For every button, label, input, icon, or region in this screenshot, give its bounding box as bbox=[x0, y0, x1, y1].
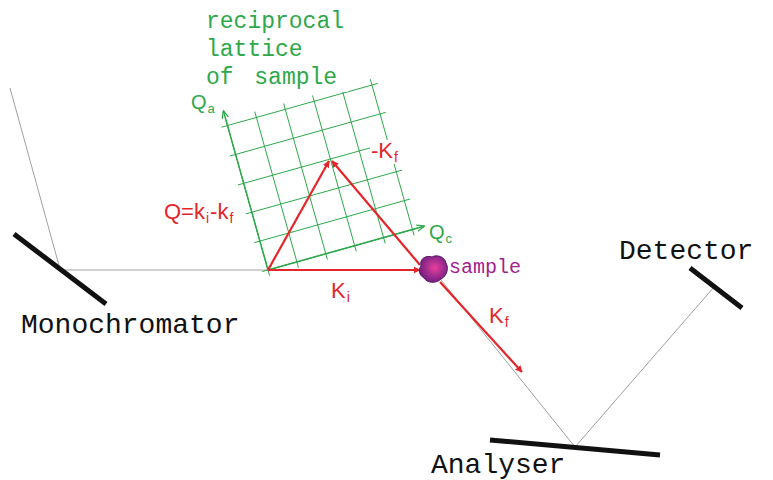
vector-subscript: f bbox=[393, 150, 399, 164]
vector-label: -k bbox=[209, 201, 229, 223]
minus-kf-vector bbox=[332, 161, 420, 265]
lattice-line bbox=[341, 87, 385, 243]
kf-vector bbox=[440, 282, 522, 372]
component-label: Detector bbox=[618, 238, 754, 266]
axis-subscript: a bbox=[207, 102, 216, 115]
lattice-axis bbox=[223, 111, 268, 270]
vector-label: K bbox=[330, 280, 347, 302]
vector-label: Q=k bbox=[163, 201, 206, 223]
component-label: Analyser bbox=[430, 452, 566, 480]
vector-subscript: f bbox=[228, 211, 234, 225]
sample-crystal bbox=[419, 256, 447, 282]
beam-line bbox=[10, 88, 60, 269]
beam-path bbox=[10, 88, 714, 447]
lattice-line bbox=[230, 112, 386, 156]
axis-label: Q bbox=[190, 92, 208, 112]
monochromator-crystal bbox=[14, 234, 106, 304]
beam-line bbox=[60, 270, 268, 271]
q-vector bbox=[268, 161, 329, 270]
vector-label: K bbox=[488, 305, 505, 327]
lattice-grid bbox=[222, 79, 424, 276]
lattice-title: reciprocal lattice of sample bbox=[205, 8, 348, 92]
vector-subscript: i bbox=[346, 290, 351, 304]
lattice-line bbox=[370, 79, 414, 235]
beam-line bbox=[433, 270, 575, 447]
component-label: Monochromator bbox=[20, 312, 240, 340]
vector-label: -K bbox=[370, 140, 394, 162]
detector-plate bbox=[690, 268, 742, 308]
lattice-line bbox=[313, 95, 357, 251]
vector-subscript: f bbox=[504, 315, 510, 329]
scattering-vectors bbox=[268, 161, 522, 372]
lattice-axis bbox=[268, 226, 424, 270]
beam-line bbox=[575, 287, 714, 447]
ki-vector bbox=[268, 269, 420, 271]
sample-label: sample bbox=[448, 258, 522, 278]
axis-subscript: c bbox=[445, 232, 454, 245]
axis-label: Q bbox=[428, 222, 446, 242]
lattice-line bbox=[246, 170, 402, 214]
lattice-line bbox=[284, 104, 328, 260]
